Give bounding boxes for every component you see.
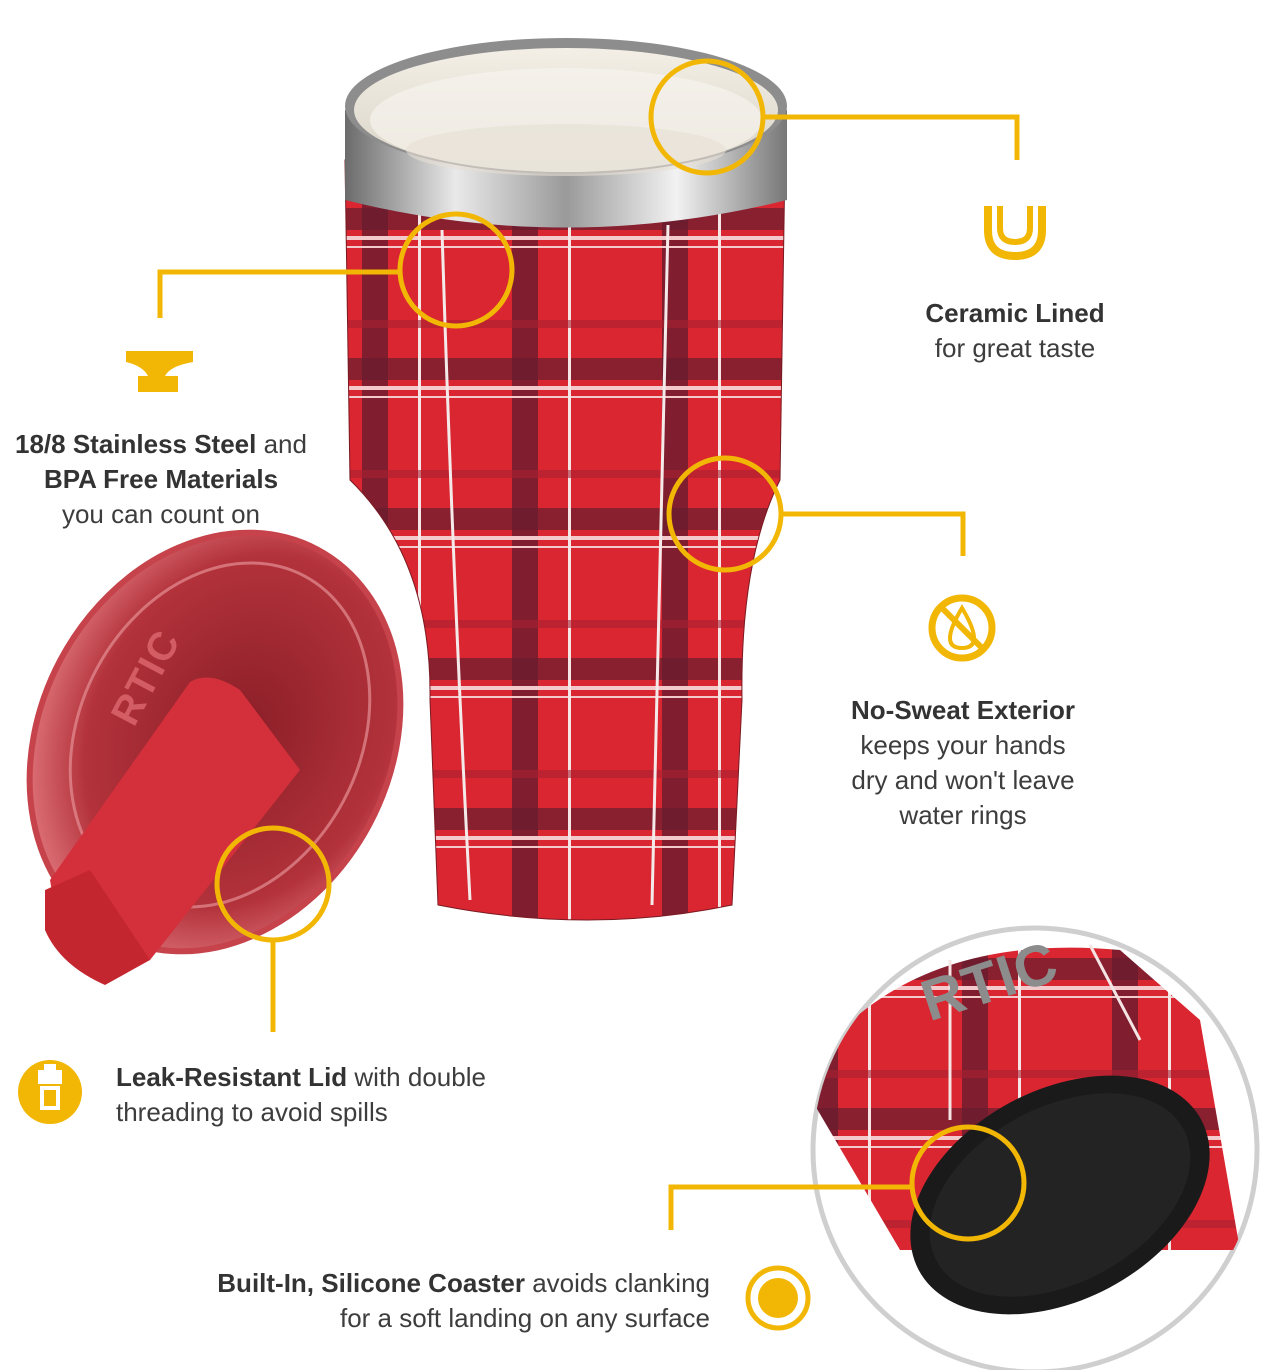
callout-circle-ceramic bbox=[648, 58, 766, 176]
lid bbox=[26, 529, 404, 985]
u-cup-icon bbox=[984, 206, 1046, 261]
caption-coaster-line2: for a soft landing on any surface bbox=[339, 1303, 710, 1333]
lid-icon bbox=[18, 1060, 82, 1124]
anvil-icon bbox=[126, 351, 193, 392]
callout-circle-lid bbox=[214, 825, 332, 943]
caption-ceramic-title: Ceramic Lined bbox=[925, 298, 1105, 328]
caption-lid-line2: threading to avoid spills bbox=[116, 1097, 388, 1127]
tumbler bbox=[344, 38, 787, 921]
caption-coaster: Built-In, Silicone Coaster avoids clanki… bbox=[150, 1266, 710, 1336]
caption-ceramic: Ceramic Lined for great taste bbox=[880, 296, 1150, 366]
caption-steel-text1: and bbox=[256, 429, 307, 459]
callouts bbox=[157, 58, 1027, 1242]
caption-coaster-title: Built-In, Silicone Coaster bbox=[217, 1268, 525, 1298]
callout-circle-coaster bbox=[909, 1124, 1027, 1242]
caption-sweat-line2: dry and won't leave bbox=[851, 765, 1075, 795]
caption-steel-desc: you can count on bbox=[61, 499, 261, 529]
caption-ceramic-desc: for great taste bbox=[934, 333, 1096, 363]
caption-sweat-line1: keeps your hands bbox=[860, 730, 1066, 760]
callout-circle-sweat bbox=[666, 455, 784, 573]
caption-steel-title1: 18/8 Stainless Steel bbox=[15, 429, 257, 459]
coaster-icon bbox=[745, 1265, 811, 1331]
callout-circle-steel bbox=[397, 211, 515, 329]
caption-coaster-text1: avoids clanking bbox=[525, 1268, 710, 1298]
caption-lid-text1: with double bbox=[347, 1062, 486, 1092]
coaster-bottom-view bbox=[810, 925, 1260, 1370]
caption-steel-title2: BPA Free Materials bbox=[43, 464, 279, 494]
caption-sweat-title: No-Sweat Exterior bbox=[851, 695, 1075, 725]
caption-lid: Leak-Resistant Lid with double threading… bbox=[116, 1060, 556, 1130]
caption-sweat-line3: water rings bbox=[899, 800, 1027, 830]
caption-sweat: No-Sweat Exterior keeps your hands dry a… bbox=[818, 693, 1108, 833]
caption-steel: 18/8 Stainless Steel and BPA Free Materi… bbox=[0, 427, 322, 532]
no-drop-icon bbox=[928, 594, 996, 662]
caption-lid-title: Leak-Resistant Lid bbox=[116, 1062, 348, 1092]
